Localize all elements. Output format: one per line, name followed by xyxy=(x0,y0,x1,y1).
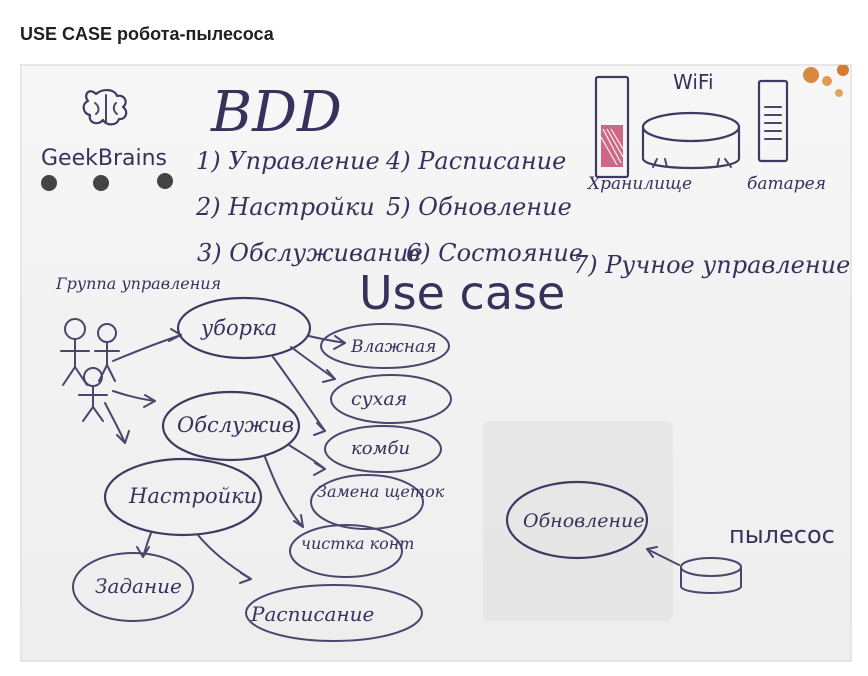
usecase-nastroyki xyxy=(103,457,263,537)
usecase-uborka-label: уборка xyxy=(200,316,277,340)
usecase-vlazhnaya-label: Влажная xyxy=(350,337,436,357)
usecase-chistka xyxy=(289,524,403,578)
storage-label: Хранилище xyxy=(586,174,692,194)
whiteboard-image: GeekBrains BDD 1) Управление 2) Настройк… xyxy=(20,64,852,662)
usecase-uborka xyxy=(176,296,312,360)
usecase-obsluzhiv-label: Обслужив xyxy=(177,413,294,437)
robot-device-sketch: WiFi Хранилище батарея xyxy=(586,70,826,194)
usecase-chistka-label: чистка конт xyxy=(301,534,414,553)
usecase-raspisanie xyxy=(245,584,423,642)
usecase-title: Use case xyxy=(359,266,565,320)
usecase-zamena xyxy=(310,474,424,530)
vacuum-label: пылесос xyxy=(729,521,835,549)
usecase-kombi xyxy=(324,425,442,473)
list-item-2: 2) Настройки xyxy=(195,193,375,221)
battery-label: батарея xyxy=(747,174,826,194)
usecase-suhaya-label: сухая xyxy=(351,388,407,410)
usecase-zadanie xyxy=(72,552,194,622)
storage-container xyxy=(594,75,630,179)
bdd-title: BDD xyxy=(210,80,342,145)
vacuum-icon-top xyxy=(680,557,742,577)
usecase-kombi-label: комби xyxy=(351,438,410,459)
battery-icon xyxy=(757,79,789,163)
actor-arrows xyxy=(104,328,182,444)
usecase-obsluzhiv xyxy=(161,390,301,462)
page-title: USE CASE робота-пылесоса xyxy=(20,24,274,44)
brain-icon xyxy=(82,89,128,126)
usecase-zamena-label: Замена щеток xyxy=(317,482,445,501)
vacuum-actor: пылесос xyxy=(646,521,835,594)
usecase-vlazhnaya xyxy=(320,323,450,369)
list-item-3: 3) Обслуживание xyxy=(197,239,423,267)
list-item-6: 6) Состояние xyxy=(406,239,583,267)
list-item-5: 5) Обновление xyxy=(386,193,572,221)
usecase-obnovlenie-label: Обновление xyxy=(523,510,645,532)
actor-group: Группа управления xyxy=(55,274,221,422)
relation-arrows xyxy=(136,335,346,584)
actor-label: Группа управления xyxy=(55,274,221,293)
usecase-obnovlenie xyxy=(505,480,649,560)
logo-text: GeekBrains xyxy=(41,146,167,171)
usecase-nastroyki-label: Настройки xyxy=(128,484,257,508)
whiteboard-background xyxy=(21,65,851,661)
vacuum-icon-body xyxy=(680,566,742,594)
robot-top xyxy=(641,111,741,143)
stick-figure-icon xyxy=(60,318,120,422)
list-item-1: 1) Управление xyxy=(196,147,380,175)
list-item-4: 4) Расписание xyxy=(385,147,566,175)
usecase-suhaya xyxy=(330,374,452,424)
corner-decoration xyxy=(803,65,849,97)
board-reflection xyxy=(483,421,673,621)
feature-list: 1) Управление 2) Настройки 3) Обслуживан… xyxy=(195,147,850,279)
robot-body xyxy=(641,125,741,170)
usecase-zadanie-label: Задание xyxy=(95,574,182,598)
wifi-label: WiFi xyxy=(673,70,714,94)
list-item-7: 7) Ручное управление xyxy=(573,251,850,279)
usecase-raspisanie-label: Расписание xyxy=(250,602,374,626)
geekbrains-logo: GeekBrains xyxy=(41,89,173,191)
whiteboard-drawing: GeekBrains BDD 1) Управление 2) Настройк… xyxy=(21,65,851,661)
